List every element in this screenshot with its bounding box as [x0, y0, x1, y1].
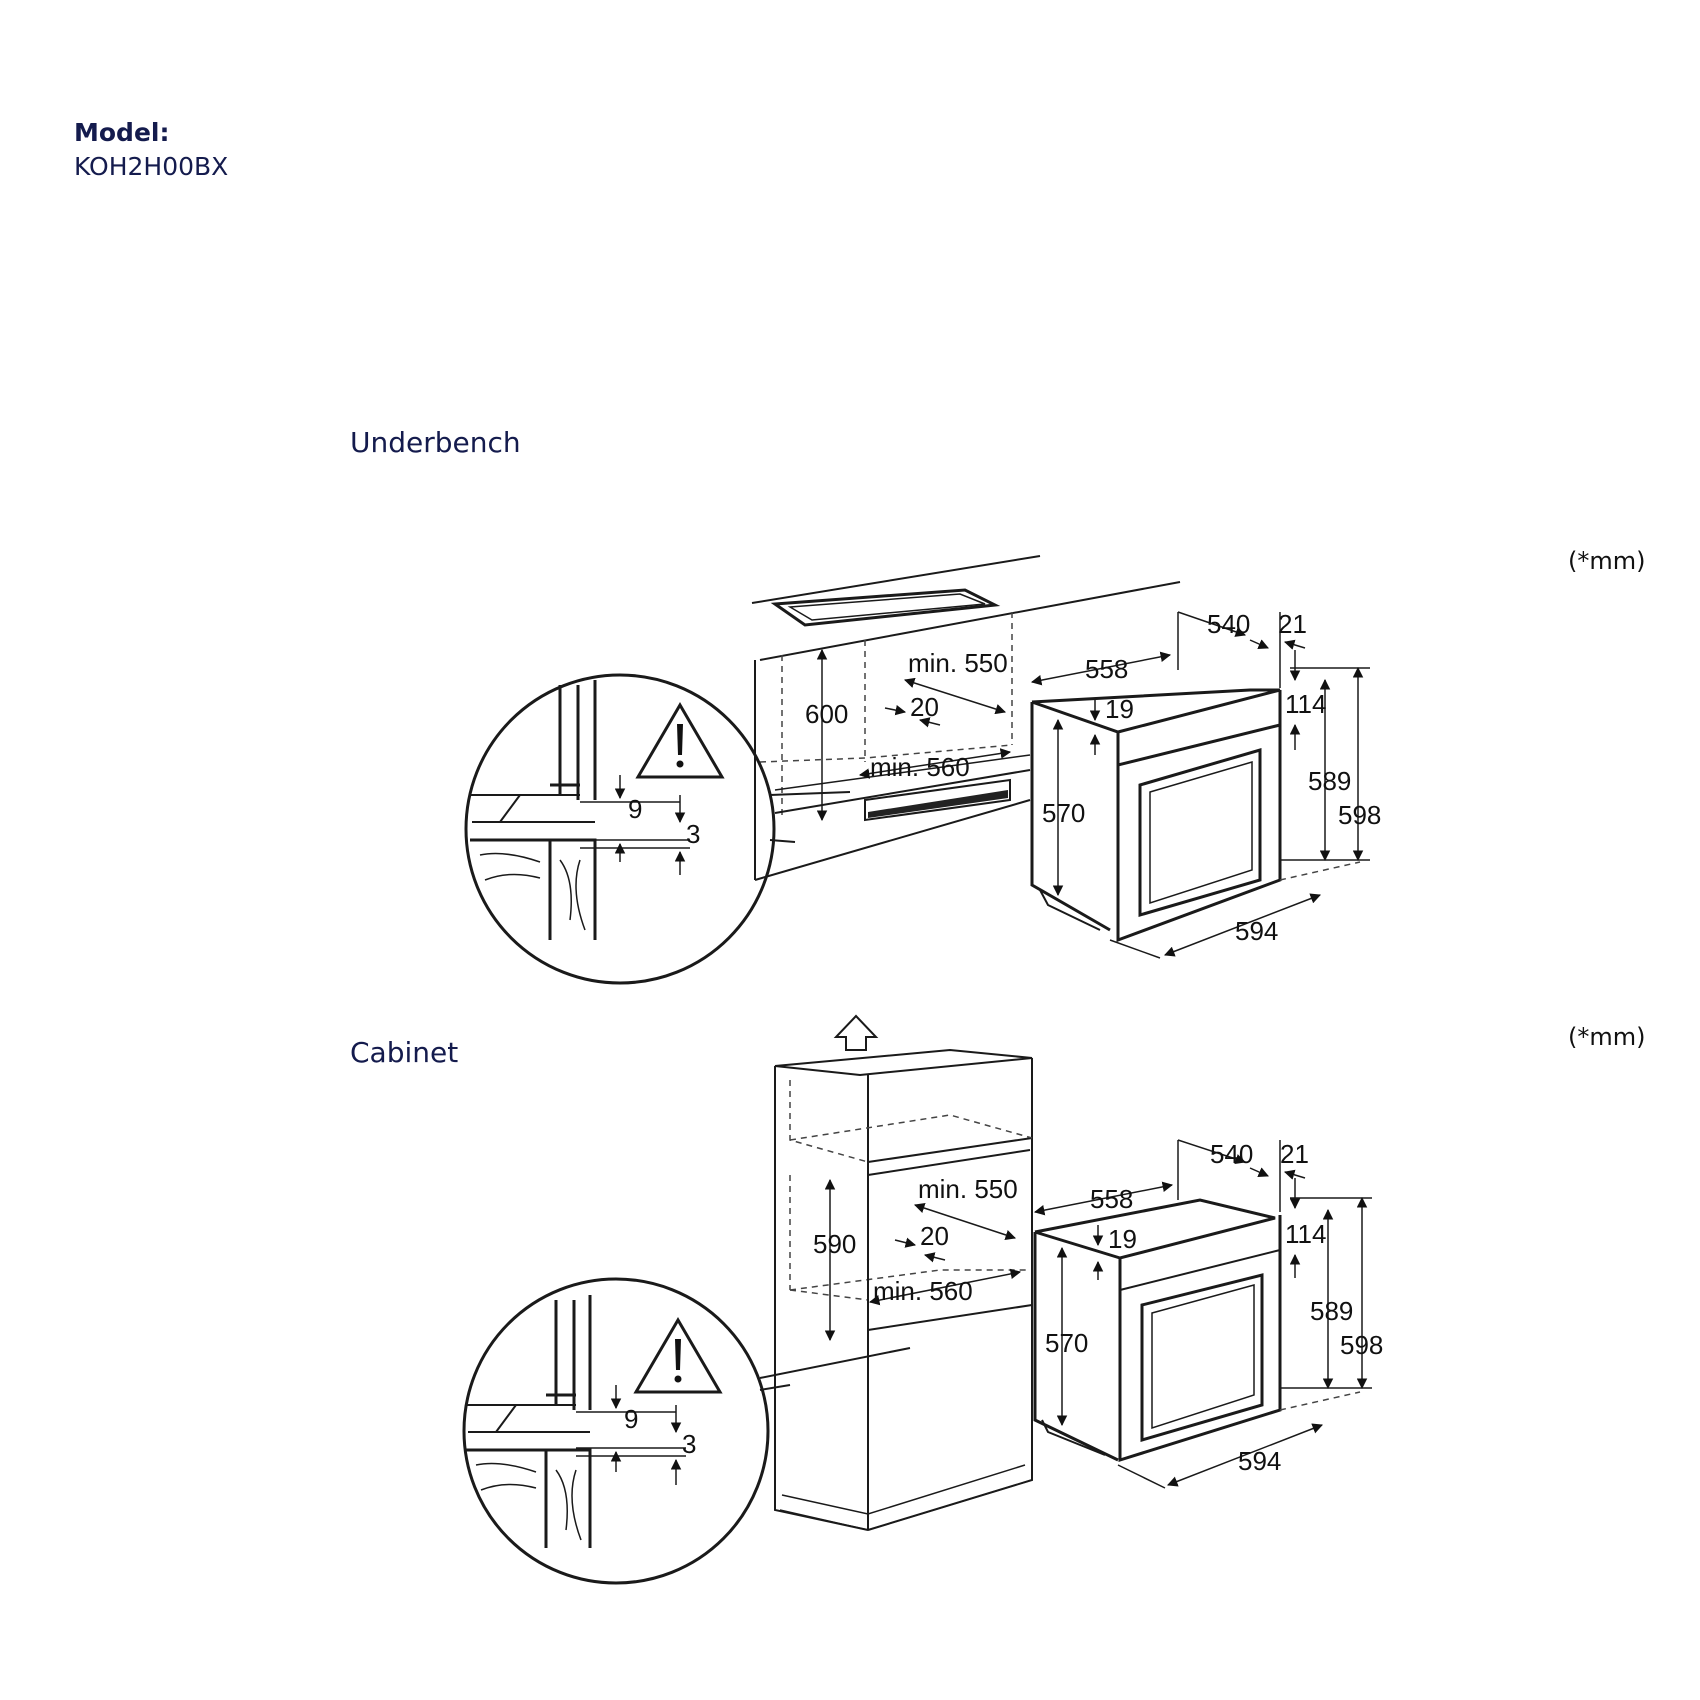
dim-cab-top-gap: 19 — [1108, 1224, 1137, 1254]
dim-cab-detail-b: 3 — [682, 1429, 696, 1459]
dim-cab-oven-body-depth: 540 — [1210, 1139, 1253, 1169]
dim-detail-a: 9 — [628, 794, 642, 824]
dim-cab-niche-depth: min. 550 — [918, 1174, 1018, 1204]
warning-triangle-icon — [633, 1317, 723, 1394]
dim-oven-body-depth: 540 — [1207, 609, 1250, 639]
countertop — [751, 555, 1181, 661]
dim-niche-height: 600 — [805, 699, 848, 729]
dim-niche-depth: min. 550 — [908, 648, 1008, 678]
warning-triangle-icon — [635, 702, 725, 779]
cabinet-niche-dims: 590 min. 550 20 min. 560 — [813, 1174, 1022, 1342]
underbench-diagram: 600 min. 550 20 min. 560 — [464, 555, 1381, 985]
cabinet-oven-dims: 540 21 558 19 114 570 589 598 594 — [1033, 1139, 1383, 1489]
dim-cab-gap: 20 — [920, 1221, 949, 1251]
dim-gap: 20 — [910, 692, 939, 722]
dim-width: 594 — [1235, 916, 1278, 946]
model-label: Model: — [74, 118, 170, 147]
unit-note-cabinet: (*mm) — [1568, 1023, 1646, 1051]
underbench-niche-dims: 600 min. 550 20 min. 560 — [805, 648, 1012, 822]
dim-top-gap: 19 — [1105, 694, 1134, 724]
dim-cab-detail-a: 9 — [624, 1404, 638, 1434]
up-arrow-icon — [833, 1014, 879, 1051]
unit-note-underbench: (*mm) — [1568, 547, 1646, 575]
dim-front: 21 — [1278, 609, 1307, 639]
dim-inner-height: 589 — [1308, 766, 1351, 796]
dim-cab-panel: 114 — [1285, 1219, 1326, 1249]
dim-cab-niche-height: 590 — [813, 1229, 856, 1259]
section-title-cabinet: Cabinet — [350, 1036, 459, 1069]
dim-cab-inner-height: 589 — [1310, 1296, 1353, 1326]
dim-cab-width: 594 — [1238, 1446, 1281, 1476]
dim-detail-b: 3 — [686, 819, 700, 849]
cabinet-diagram: 590 min. 550 20 min. 560 — [462, 1014, 1383, 1585]
dim-cab-front: 21 — [1280, 1139, 1309, 1169]
dim-total-height: 598 — [1338, 800, 1381, 830]
underbench-oven-dims: 540 21 558 19 114 570 589 598 594 — [1030, 609, 1381, 959]
model-value: KOH2H00BX — [74, 152, 229, 181]
dim-body-height: 570 — [1042, 798, 1085, 828]
dim-cab-total-height: 598 — [1340, 1330, 1383, 1360]
dim-panel: 114 — [1285, 689, 1326, 719]
dim-niche-width: min. 560 — [870, 752, 970, 782]
dim-cab-body-height: 570 — [1045, 1328, 1088, 1358]
cabinet-detail: 9 3 — [462, 1277, 911, 1585]
dim-cab-oven-depth: 558 — [1090, 1184, 1133, 1214]
dim-cab-niche-width: min. 560 — [873, 1276, 973, 1306]
underbench-detail: 9 3 — [464, 673, 851, 985]
section-title-underbench: Underbench — [350, 426, 521, 459]
dim-oven-depth: 558 — [1085, 654, 1128, 684]
